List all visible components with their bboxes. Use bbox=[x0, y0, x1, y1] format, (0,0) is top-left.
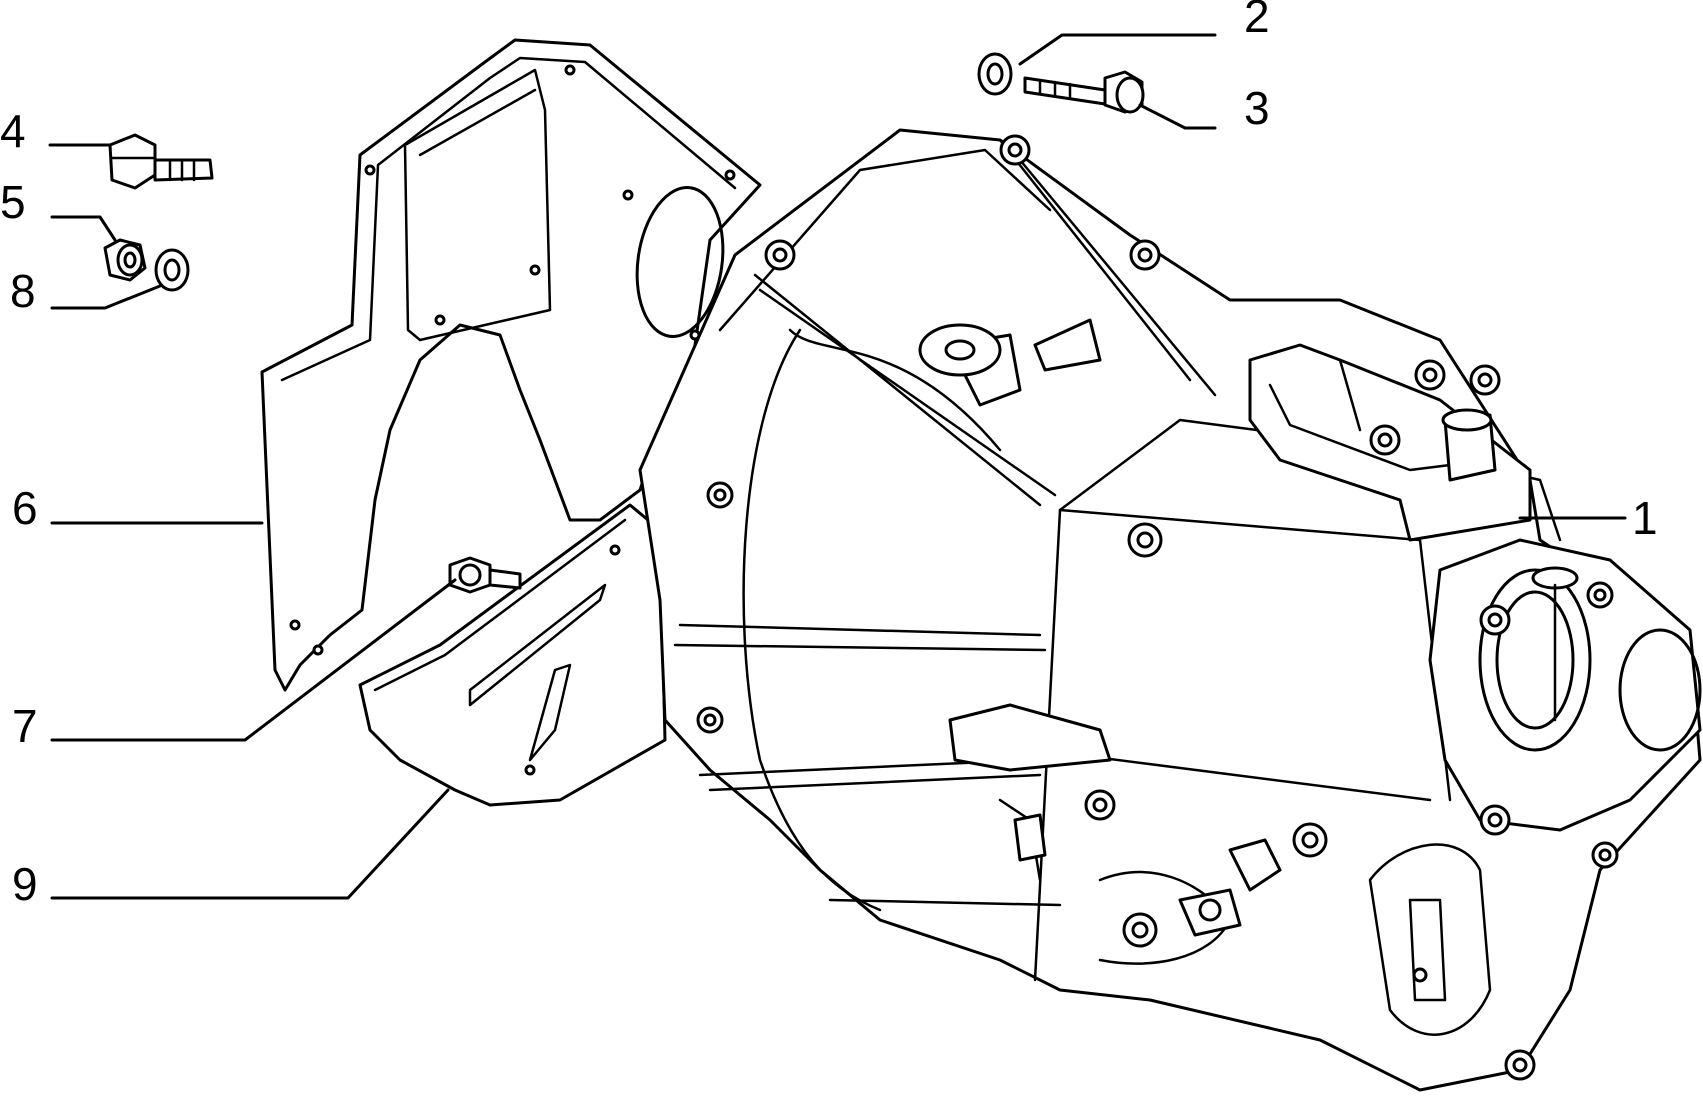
stud-small bbox=[448, 556, 522, 594]
bolt-top bbox=[1023, 70, 1145, 114]
callout-8: 8 bbox=[10, 265, 36, 317]
washer-left bbox=[154, 248, 190, 292]
callout-9: 9 bbox=[12, 858, 38, 910]
callout-5: 5 bbox=[0, 176, 26, 228]
callout-7: 7 bbox=[12, 700, 38, 752]
callout-3: 3 bbox=[1244, 82, 1270, 134]
lower-guard-plate bbox=[358, 503, 667, 807]
nut-left bbox=[103, 238, 147, 282]
gearbox-housing bbox=[638, 128, 1702, 1092]
washer-top bbox=[977, 52, 1013, 96]
callout-2: 2 bbox=[1244, 0, 1270, 42]
callout-4: 4 bbox=[0, 105, 26, 157]
leader-lines bbox=[48, 33, 1627, 900]
callout-6: 6 bbox=[12, 482, 38, 534]
stud-bolt bbox=[108, 133, 214, 190]
callout-1: 1 bbox=[1632, 492, 1658, 544]
callouts: 1 2 3 4 5 6 7 8 9 bbox=[0, 0, 1658, 910]
